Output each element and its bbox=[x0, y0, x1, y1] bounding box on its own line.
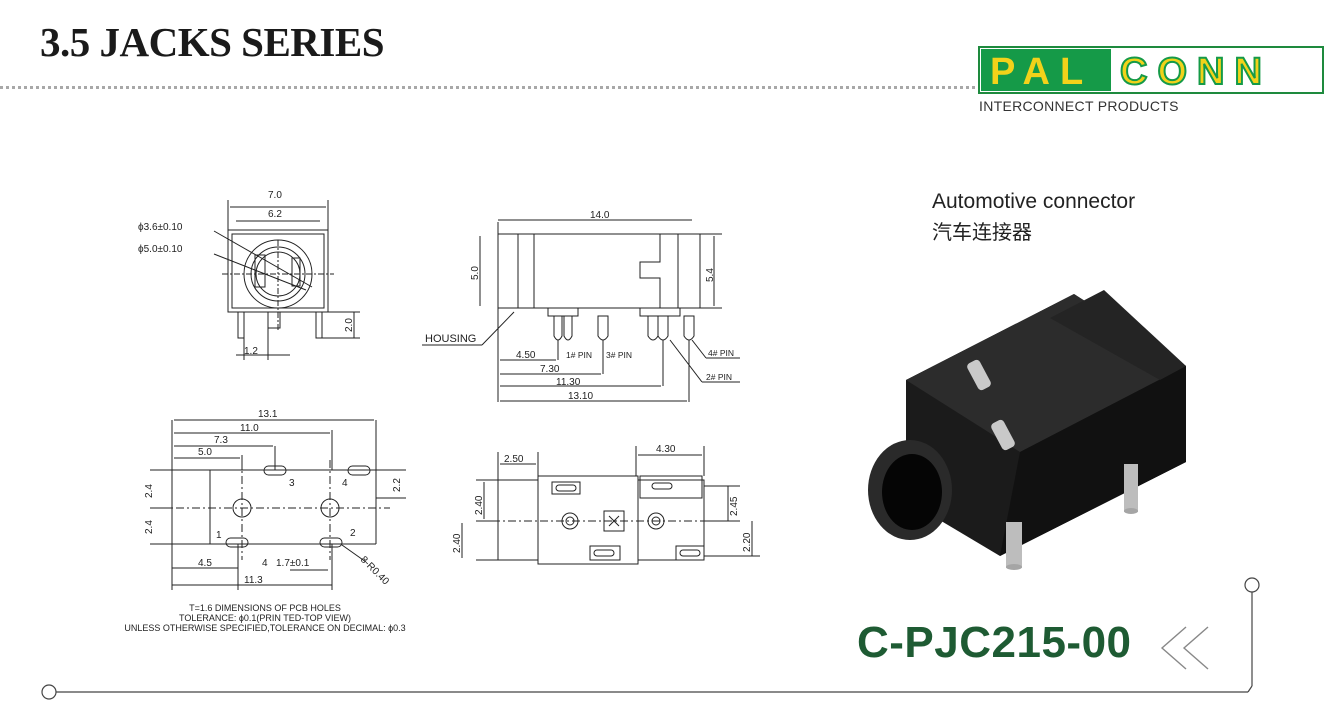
dim-label: 2.40 bbox=[474, 495, 485, 515]
front-view-labels: 7.0 6.2 ϕ3.6±0.10 ϕ5.0±0.10 2.0 1.2 bbox=[138, 190, 355, 357]
housing-label: HOUSING bbox=[425, 333, 476, 345]
logo-tagline: INTERCONNECT PRODUCTS bbox=[979, 98, 1179, 114]
dim-label: 4.5 bbox=[198, 558, 212, 569]
dim-label: 13.10 bbox=[568, 391, 593, 402]
dim-label: 8-R0.40 bbox=[358, 554, 391, 587]
dim-label: 5.0 bbox=[470, 266, 481, 280]
logo-green-block bbox=[981, 49, 1111, 91]
drawing-notes: T=1.6 DIMENSIONS OF PCB HOLES TOLERANCE:… bbox=[90, 603, 440, 633]
dim-label: 7.30 bbox=[540, 364, 560, 375]
dim-label: 1.2 bbox=[244, 346, 258, 357]
front-view-drawing bbox=[213, 200, 360, 360]
title-divider bbox=[0, 86, 975, 89]
hole-number: 4 bbox=[262, 558, 268, 569]
dim-label: 2.40 bbox=[452, 533, 463, 553]
dim-label: ϕ3.6±0.10 bbox=[138, 222, 183, 233]
dim-label: 2.0 bbox=[344, 318, 355, 332]
side-view-drawing bbox=[422, 219, 740, 402]
palconn-logo: PAL CONN bbox=[978, 46, 1324, 94]
dim-label: 2.4 bbox=[144, 484, 155, 498]
pcb-layout-drawing bbox=[150, 419, 406, 590]
dim-label: 1.7±0.1 bbox=[276, 558, 310, 569]
side-view-labels: 14.0 5.0 5.4 HOUSING 4.50 7.30 11.30 13.… bbox=[425, 210, 734, 402]
bottom-view-drawing bbox=[461, 446, 760, 565]
dim-label: ϕ5.0±0.10 bbox=[138, 244, 183, 255]
hole-number: 4 bbox=[342, 478, 348, 489]
page-title: 3.5 JACKS SERIES bbox=[40, 19, 385, 65]
part-number: C-PJC215-00 bbox=[857, 618, 1132, 667]
dim-label: 4.30 bbox=[656, 444, 676, 455]
pin-label: 1# PIN bbox=[566, 350, 592, 360]
dim-label: 5.4 bbox=[705, 268, 716, 282]
dim-label: 11.0 bbox=[240, 423, 259, 434]
dim-label: 11.30 bbox=[556, 377, 581, 388]
dim-label: 7.3 bbox=[214, 435, 228, 446]
pin-label: 4# PIN bbox=[708, 348, 734, 358]
note-line: TOLERANCE: ϕ0.1(PRIN TED-TOP VIEW) bbox=[179, 613, 351, 623]
logo-conn-text: CONN bbox=[1120, 51, 1272, 93]
dim-label: 13.1 bbox=[258, 409, 278, 420]
product-photo bbox=[868, 290, 1186, 570]
dim-label: 4.50 bbox=[516, 350, 536, 361]
chevron-left-icon bbox=[1160, 626, 1209, 670]
dim-label: 14.0 bbox=[590, 210, 610, 221]
dim-label: 11.3 bbox=[244, 575, 263, 586]
dim-label: 2.4 bbox=[144, 520, 155, 534]
decorative-frame bbox=[41, 577, 1260, 700]
hole-number: 3 bbox=[289, 478, 295, 489]
pin-label: 2# PIN bbox=[706, 372, 732, 382]
dim-label: 5.0 bbox=[198, 447, 212, 458]
dim-label: 2.20 bbox=[742, 532, 753, 552]
hole-number: 2 bbox=[350, 528, 356, 539]
logo-pal-text: PAL bbox=[990, 51, 1093, 93]
pcb-layout-labels: 13.1 11.0 7.3 5.0 2.4 2.4 2.2 4.5 1.7±0.… bbox=[144, 409, 403, 588]
dim-label: 2.50 bbox=[504, 454, 524, 465]
dim-label: 6.2 bbox=[268, 209, 282, 220]
product-name-cn: 汽车连接器 bbox=[932, 220, 1032, 244]
note-line: T=1.6 DIMENSIONS OF PCB HOLES bbox=[189, 603, 341, 613]
bottom-view-labels: 2.50 4.30 2.40 2.40 2.45 2.20 bbox=[452, 444, 753, 553]
hole-number: 1 bbox=[216, 530, 222, 541]
logo-graphic: PAL CONN bbox=[978, 46, 1324, 94]
product-name-en: Automotive connector bbox=[932, 190, 1136, 213]
dim-label: 7.0 bbox=[268, 190, 282, 201]
note-line: UNLESS OTHERWISE SPECIFIED,TOLERANCE ON … bbox=[124, 623, 406, 633]
dim-label: 2.45 bbox=[729, 496, 740, 516]
pin-label: 3# PIN bbox=[606, 350, 632, 360]
dim-label: 2.2 bbox=[392, 478, 403, 492]
